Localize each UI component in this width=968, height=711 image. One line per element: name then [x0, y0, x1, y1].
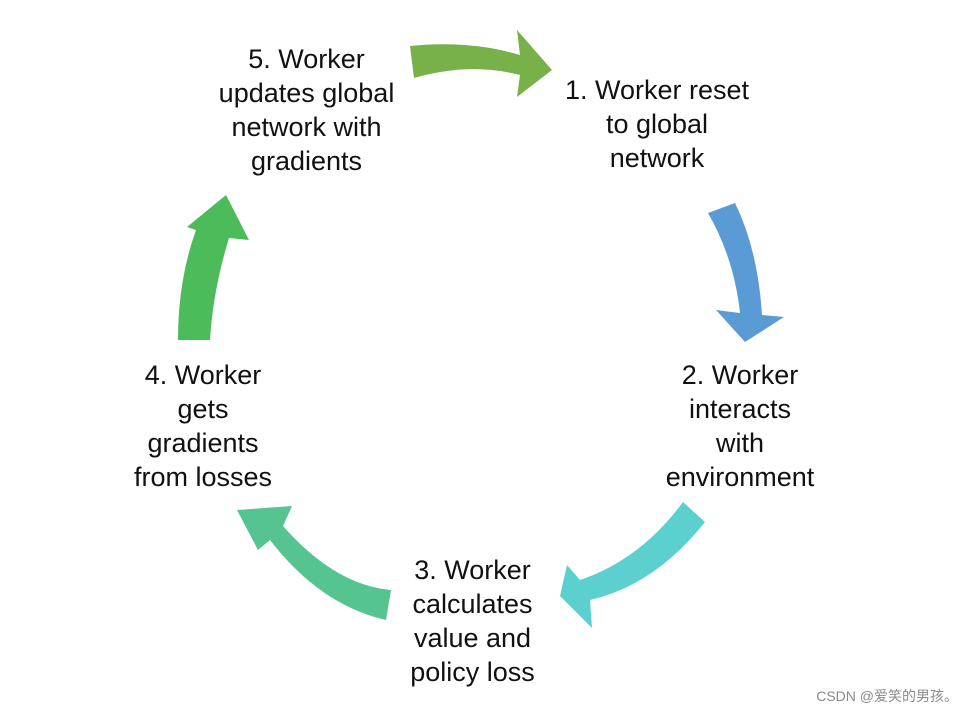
step-4-line-2: gets — [177, 394, 229, 424]
step-1-line-2: to global — [605, 109, 709, 139]
watermark: CSDN @爱笑的男孩。 — [816, 688, 958, 704]
step-4-line-4: from losses — [133, 462, 273, 492]
step-5-label: 5. Worker updates global network with gr… — [204, 42, 409, 178]
arrow-step1-to-step2 — [708, 203, 784, 342]
step-3-line-2: calculates — [412, 589, 533, 619]
step-2-line-3: with — [715, 428, 764, 458]
step-5-line-3: network with — [231, 112, 382, 142]
step-4-label: 4. Worker gets gradients from losses — [118, 358, 288, 494]
step-5-line-1: 5. Worker — [248, 44, 365, 74]
step-2-label: 2. Worker interacts with environment — [640, 358, 840, 494]
step-5-line-2: updates global — [218, 78, 395, 108]
arrow-step2-to-step3 — [560, 502, 705, 628]
arrow-step3-to-step4 — [237, 506, 391, 620]
arrow-step4-to-step5 — [178, 195, 249, 340]
step-4-line-3: gradients — [147, 428, 259, 458]
step-3-label: 3. Worker calculates value and policy lo… — [380, 553, 565, 689]
step-4-line-1: 4. Worker — [144, 360, 262, 390]
step-1-label: 1. Worker reset to global network — [550, 73, 764, 175]
step-1-line-3: network — [609, 143, 705, 173]
step-5-line-4: gradients — [250, 146, 363, 176]
step-3-line-4: policy loss — [410, 657, 535, 687]
step-3-line-1: 3. Worker — [414, 555, 531, 585]
step-2-line-4: environment — [665, 462, 815, 492]
arrow-step5-to-step1 — [410, 30, 552, 97]
step-2-line-1: 2. Worker — [681, 360, 799, 390]
step-2-line-2: interacts — [688, 394, 792, 424]
step-3-line-3: value and — [413, 623, 532, 653]
step-1-line-1: 1. Worker reset — [564, 75, 750, 105]
